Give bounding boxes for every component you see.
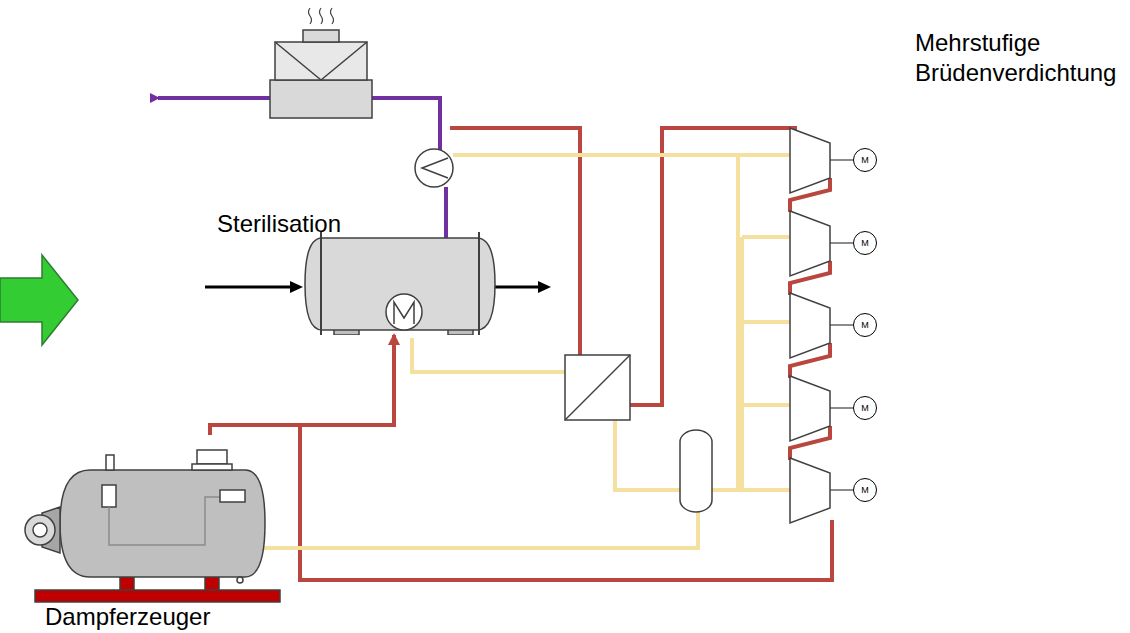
product-flow-part xyxy=(290,281,303,293)
condensate-line-part xyxy=(615,420,680,490)
motor-symbol: M xyxy=(853,478,877,502)
motor-label: M xyxy=(861,320,869,330)
equipment-node: Sterilisation xyxy=(217,210,507,335)
compressor-stage-part xyxy=(790,458,830,523)
vapour-line-part xyxy=(444,187,448,238)
boiler-shell xyxy=(60,470,265,577)
steam-connector xyxy=(210,335,394,435)
compressor-stage-part xyxy=(790,211,830,276)
condensate-line-part xyxy=(736,155,740,490)
motor-label: M xyxy=(861,238,869,248)
condensate-line-part xyxy=(742,235,790,239)
equipment-label: Dampferzeuger xyxy=(45,603,210,631)
heating-coil xyxy=(386,294,422,330)
compressor-stage-part xyxy=(790,128,830,193)
product-flow-part xyxy=(205,286,292,289)
condensate-line-part xyxy=(742,320,790,324)
equipment-node: Dampferzeuger xyxy=(20,435,295,633)
heat-exchanger-part xyxy=(415,149,453,187)
compressor-stage xyxy=(790,128,830,523)
condensate-vessel xyxy=(680,430,712,512)
product-flow-part xyxy=(538,281,551,293)
control-box xyxy=(220,490,245,502)
fan xyxy=(25,515,55,545)
boiler xyxy=(25,450,280,602)
steam-line-part xyxy=(300,425,832,580)
control-wire xyxy=(109,497,220,545)
membrane-unit xyxy=(565,355,630,420)
steam-generator xyxy=(20,435,295,605)
tank-shell xyxy=(305,238,495,330)
level-probe xyxy=(102,485,116,507)
steam-outlet xyxy=(192,464,232,470)
motor-symbol: M xyxy=(853,396,877,420)
condensate-line-part xyxy=(740,237,744,490)
motor-shaft-part xyxy=(830,242,853,243)
tank-body xyxy=(305,232,495,335)
vapour-line-part xyxy=(372,98,440,150)
level-probe xyxy=(106,455,114,470)
compressor-stage-part xyxy=(790,376,830,441)
boiler-base xyxy=(35,590,280,602)
cooling-tower-part xyxy=(309,8,334,24)
motor-label: M xyxy=(861,403,869,413)
condensate-line-part xyxy=(712,488,790,492)
motor-symbol: M xyxy=(853,231,877,255)
motor-shaft-part xyxy=(830,324,853,325)
cooling-tower-part xyxy=(321,42,367,80)
motor-symbol: M xyxy=(853,148,877,172)
steam-outlet xyxy=(197,450,227,464)
cooling-tower-part xyxy=(275,42,321,80)
compressor-stage-part xyxy=(790,293,830,358)
membrane-unit-part xyxy=(565,355,630,420)
motor-symbol: M xyxy=(853,313,877,337)
motor-label: M xyxy=(861,485,869,495)
steam-line-part xyxy=(630,128,795,405)
motor-shaft-part xyxy=(830,489,853,490)
heating-coil xyxy=(394,302,414,324)
motor-shaft-part xyxy=(830,407,853,408)
cooling-tower-part xyxy=(275,42,367,80)
cooling-tower-part xyxy=(303,30,339,42)
tank-flange xyxy=(478,232,480,335)
input-arrow xyxy=(0,255,78,345)
motor-shaft-part xyxy=(830,159,853,160)
condensate-line-part xyxy=(255,510,698,548)
product-flow-part xyxy=(492,286,540,289)
motor-shaft xyxy=(830,160,853,490)
tank-flange xyxy=(320,232,322,335)
cooling-tower xyxy=(270,8,372,118)
condensate-line-part xyxy=(742,403,790,407)
heat-exchanger xyxy=(415,149,453,187)
condensate-vessel-part xyxy=(680,430,712,512)
fan xyxy=(33,523,47,537)
heat-exchanger-part xyxy=(422,158,448,178)
motor-label: M xyxy=(861,155,869,165)
equipment-label: Sterilisation xyxy=(217,210,341,238)
condensate-line-part xyxy=(412,338,565,372)
cooling-tower-part xyxy=(270,80,372,118)
vapour-line xyxy=(158,98,446,238)
group-label: Mehrstufige Brüdenverdichtung xyxy=(915,28,1120,88)
drain xyxy=(237,577,243,583)
steam-line xyxy=(300,128,832,580)
vapour-line-part xyxy=(158,96,270,100)
membrane-unit-part xyxy=(565,355,630,420)
